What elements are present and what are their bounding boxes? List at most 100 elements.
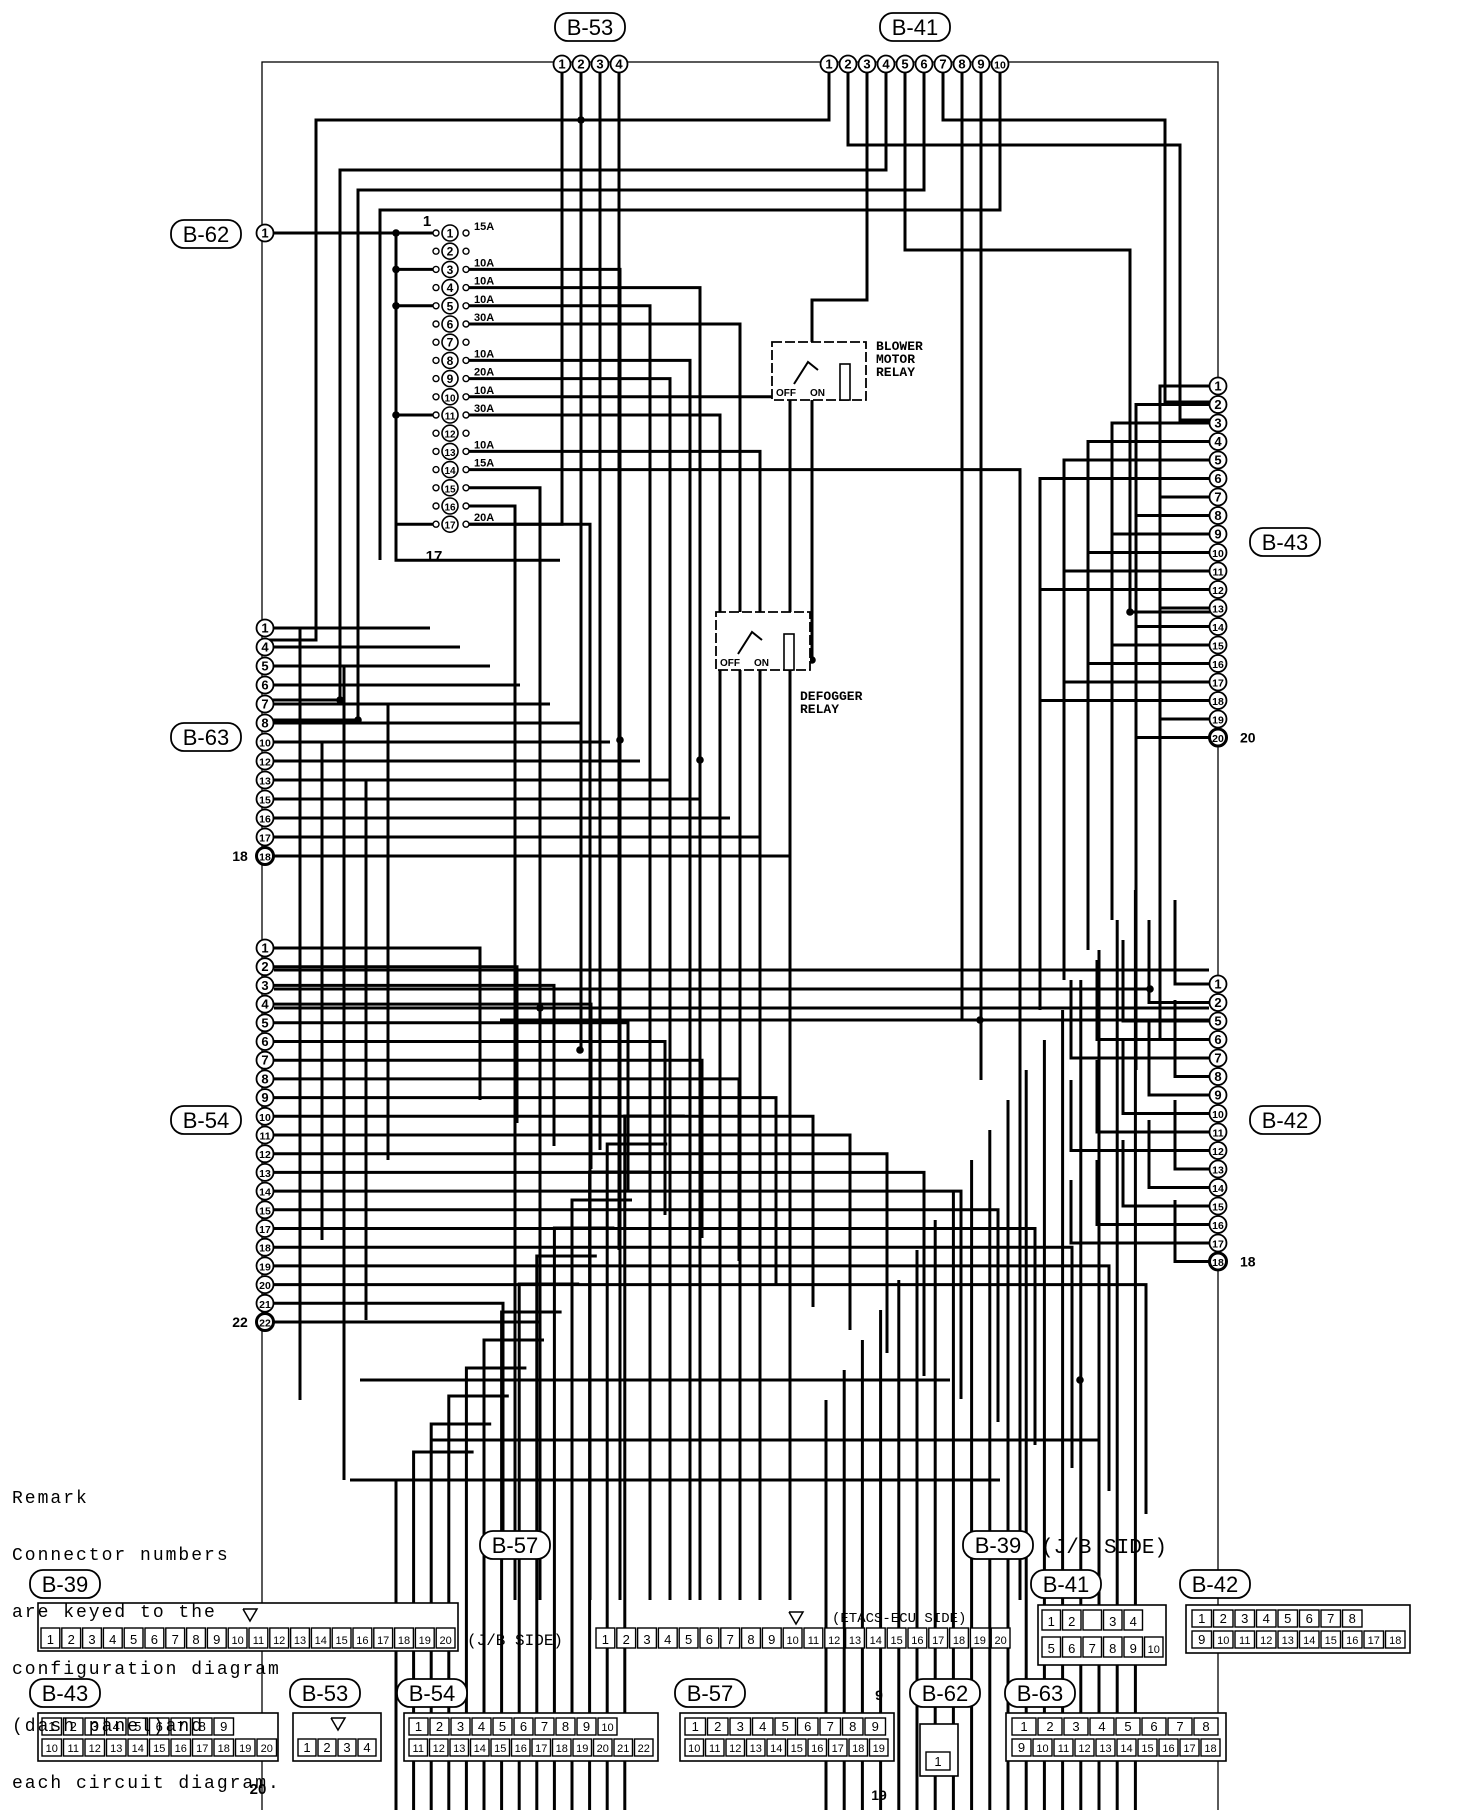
pin-circle [255,976,275,995]
pin-number: 7 [261,1053,268,1068]
b41-pin: 3 [857,54,877,74]
b42-pin: 6 [1208,1030,1228,1049]
legend-b54-pin: 15 [490,1738,511,1757]
legend-cell [105,1717,127,1736]
legend-b39-pin: 19 [414,1627,435,1649]
legend-cell-number: 6 [151,1632,158,1647]
b54-pin: 10 [255,1106,275,1126]
legend-cell [1053,1738,1074,1757]
legend-cell-number: 15 [1141,1743,1153,1755]
pin-circle [1208,1104,1228,1123]
b42-pin: 13 [1208,1159,1228,1179]
legend-b43-pin: 14 [127,1738,149,1757]
wire [903,73,1218,614]
legend-cell [796,1717,819,1736]
legend-b42-pin: 14 [1298,1630,1320,1649]
legend-b57-label: B-57 [674,1678,746,1708]
legend-b57-pin: 8 [841,1717,864,1736]
legend-b54-pin: 3 [450,1717,471,1736]
legend-b41-pin [1082,1609,1103,1631]
legend-b54-pin: 18 [551,1738,572,1757]
legend-cell [948,1627,970,1649]
pin-number: 3 [1214,416,1221,431]
legend-cell [1063,1717,1089,1736]
legend-cell-number: 10 [1036,1743,1048,1755]
legend-cell [720,1627,741,1649]
legend-cell [191,1717,213,1736]
pin-number: 4 [615,57,623,72]
pin-number: 12 [259,757,271,769]
wire [1110,643,1209,920]
legend-cell [62,1738,84,1757]
b42-pin: 10 [1208,1104,1228,1123]
fuse-rating: 20A [474,512,494,524]
legend-cell-number: 2 [1046,1719,1053,1734]
wire [1158,717,1209,1040]
fuse-number: 4 [447,281,454,295]
legend-cell-number: 11 [1239,1635,1250,1647]
connector-label-text: B-62 [183,222,229,247]
pin-circle [255,1256,275,1276]
fuse-terminal [432,356,440,365]
legend-cell-number: 6 [804,1719,811,1734]
pin-number: 6 [920,57,927,72]
pin-circle [1208,1030,1228,1049]
junction-dot [392,265,400,274]
legend-cell-number: 9 [1198,1632,1205,1647]
legend-cell [1320,1609,1342,1628]
legend-b42-pin: 17 [1363,1630,1385,1649]
legend-cell-number: 14 [474,1743,486,1755]
key-mark [330,1717,347,1732]
legend-b57-pin: 1 [684,1717,707,1736]
fuse-terminal [462,283,470,292]
legend-cell [352,1627,373,1649]
connector-label-outline [879,12,951,42]
legend-b54-pin: 4 [471,1717,492,1736]
legend-b39-pin: 3 [81,1627,103,1649]
legend-cell [1061,1636,1082,1658]
legend-cell-number: 20 [439,1635,451,1647]
legend-b53-pin: 1 [297,1738,317,1757]
b54-pin: 9 [255,1088,275,1107]
pin-circle [1208,654,1228,673]
legend-b54-pin: 20 [592,1738,613,1757]
wire [265,73,888,702]
legend-cell-number: 6 [1068,1641,1075,1656]
legend-cell-number: 3 [457,1719,464,1734]
legend-cell-number: 16 [1346,1635,1358,1647]
b62-label: B-62 [170,219,242,249]
b43-pin: 15 [1208,635,1228,655]
pin-circle [1208,1251,1228,1272]
legend-cell-number: 14 [1120,1743,1132,1755]
legend-cell [868,1738,889,1757]
fuse-number-circle [441,351,459,370]
legend-b39-pin: 14 [310,1627,331,1649]
legend-cell [684,1738,705,1757]
legend-cell-number: 1 [602,1632,609,1647]
legend-cell [928,1627,949,1649]
legend-cell-number: 17 [1183,1743,1195,1755]
relay-name-line: DEFOGGER [800,689,863,704]
pin-number: 12 [1212,1146,1224,1158]
legend-cell [1298,1609,1320,1628]
wire [274,1058,704,1238]
pin-number: 8 [261,1071,268,1086]
pin-number: 17 [259,833,271,845]
legend-cell-number: 16 [175,1743,187,1755]
legend-cell [1193,1717,1219,1736]
legend-b62-pin: 1 [925,1751,951,1771]
wire [623,1114,685,1810]
legend-b57-pin: 16 [807,1738,828,1757]
legend-b63-pin: 5 [1115,1717,1141,1736]
legend-cell-number: 8 [192,1632,199,1647]
legend-cell-number: 4 [109,1632,116,1647]
pin-number: 13 [1212,1165,1224,1177]
remark-line: are keyed to the [12,1603,217,1623]
legend-b39-pin: 13 [289,1627,311,1649]
legend-cell-number: 9 [1018,1740,1025,1755]
legend-cell [886,1627,907,1649]
pin-number: 10 [259,1112,271,1124]
legend-cell-number: 12 [1078,1743,1090,1755]
legend-etacs-pin: 16 [907,1627,928,1649]
